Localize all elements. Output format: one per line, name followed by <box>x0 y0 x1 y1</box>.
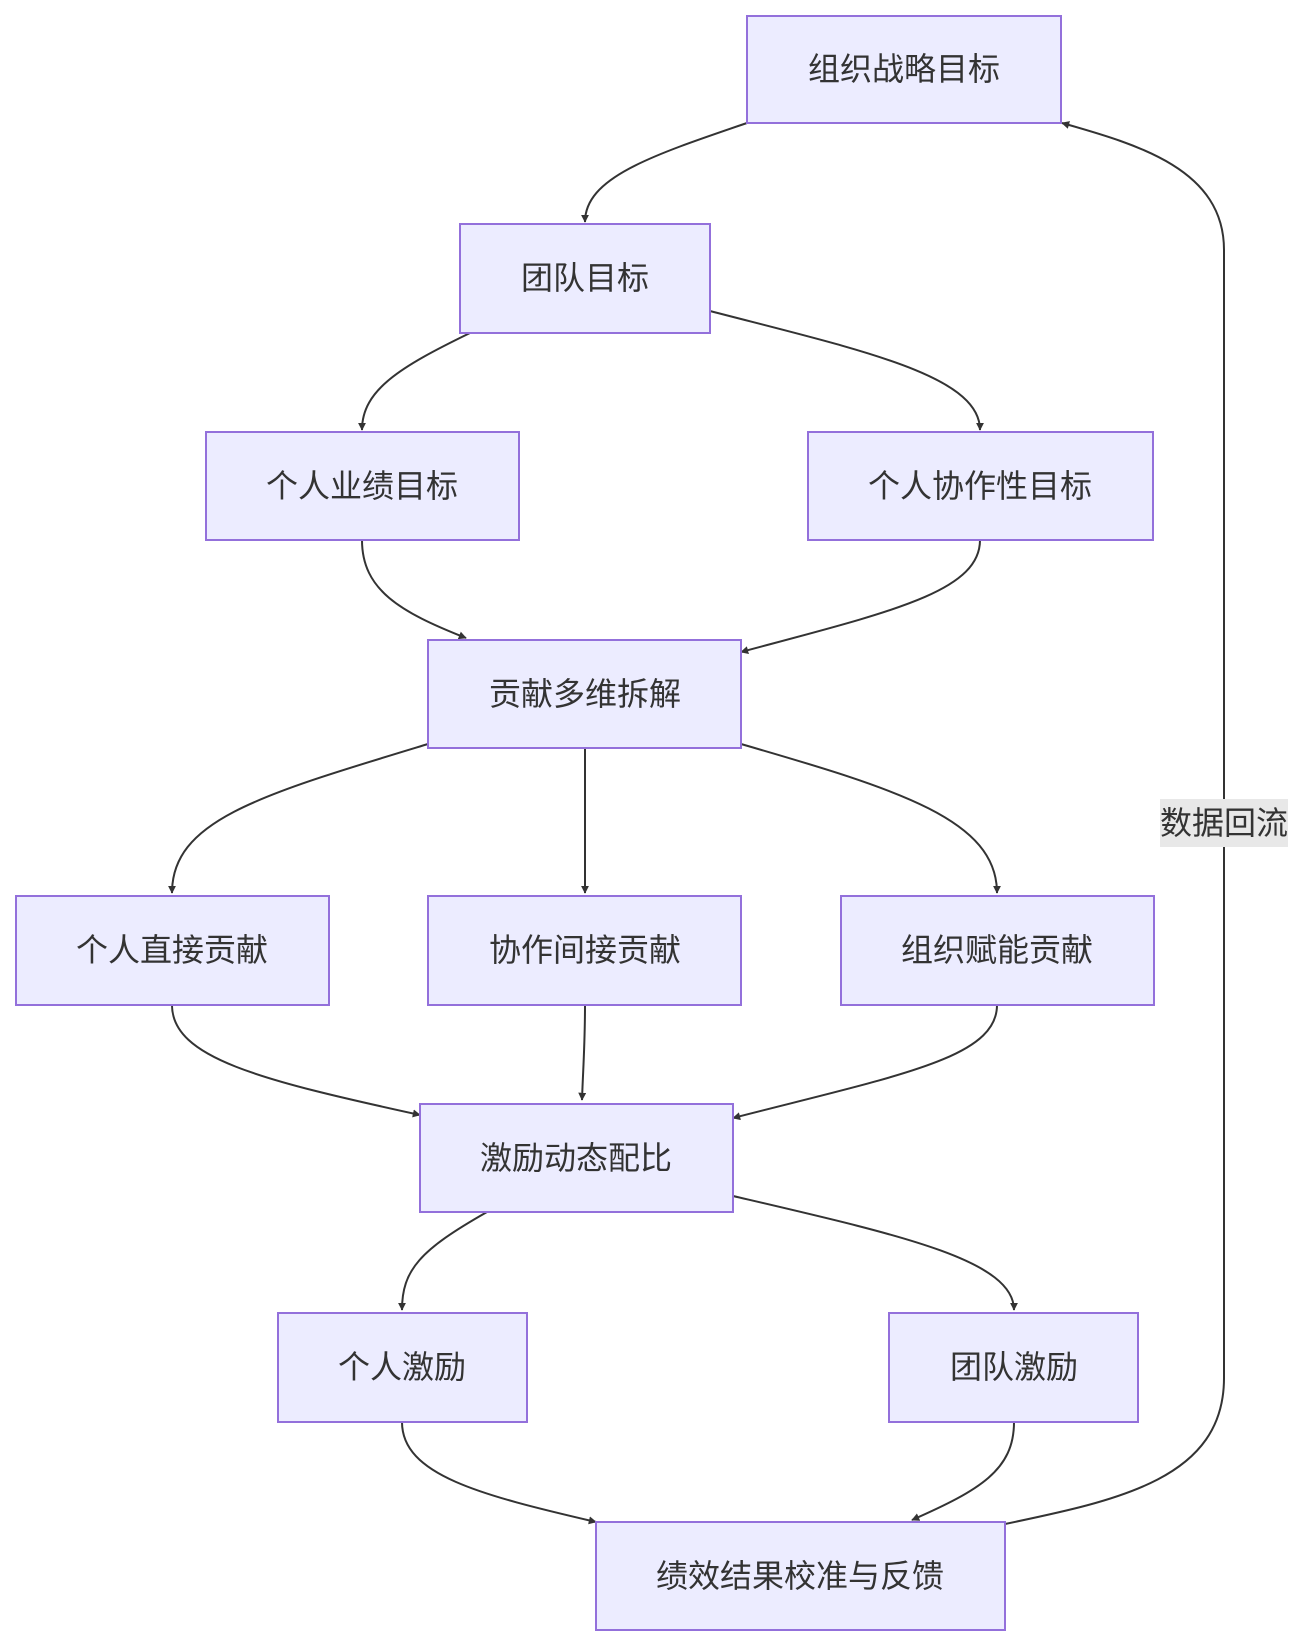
edges <box>168 121 1225 1525</box>
node-personal-incentive-label: 个人激励 <box>338 1348 466 1386</box>
edge-personal-incentive-to-calibrate <box>401 1421 597 1525</box>
node-personal-incentive: 个人激励 <box>277 1312 528 1423</box>
edge-ratio-to-personal-incentive <box>398 1211 488 1311</box>
node-enable: 组织赋能贡献 <box>840 895 1155 1006</box>
node-personal-perf-label: 个人业绩目标 <box>266 467 458 505</box>
node-ratio-label: 激励动态配比 <box>480 1139 672 1177</box>
edge-enable-to-ratio <box>732 1004 998 1121</box>
node-team-incentive: 团队激励 <box>888 1312 1139 1423</box>
edge-team-to-personal-perf <box>358 332 471 431</box>
node-team-goal-label: 团队目标 <box>521 259 649 297</box>
node-team-goal: 团队目标 <box>459 223 711 334</box>
node-strategy: 组织战略目标 <box>746 15 1062 124</box>
edge-label-feedback-text: 数据回流 <box>1160 804 1288 842</box>
node-calibrate-label: 绩效结果校准与反馈 <box>656 1557 944 1595</box>
edge-decompose-to-direct <box>168 743 429 894</box>
edge-team-incentive-to-calibrate <box>911 1421 1015 1521</box>
edge-personal-collab-to-decompose <box>740 539 981 654</box>
edge-team-to-personal-collab <box>709 310 984 431</box>
node-decompose: 贡献多维拆解 <box>427 639 742 749</box>
edge-label-feedback: 数据回流 <box>1160 799 1288 847</box>
node-decompose-label: 贡献多维拆解 <box>489 675 681 713</box>
node-calibrate: 绩效结果校准与反馈 <box>595 1521 1006 1631</box>
node-ratio: 激励动态配比 <box>419 1103 734 1213</box>
edge-personal-perf-to-decompose <box>361 539 467 640</box>
edge-ratio-to-team-incentive <box>732 1195 1018 1311</box>
edge-decompose-to-enable <box>740 743 1001 894</box>
node-direct-label: 个人直接贡献 <box>76 931 268 969</box>
node-team-incentive-label: 团队激励 <box>950 1348 1078 1386</box>
node-personal-collab-label: 个人协作性目标 <box>868 467 1092 505</box>
node-enable-label: 组织赋能贡献 <box>901 931 1093 969</box>
node-strategy-label: 组织战略目标 <box>808 50 1000 88</box>
node-indirect-label: 协作间接贡献 <box>489 931 681 969</box>
node-direct: 个人直接贡献 <box>15 895 330 1006</box>
edge-calibrate-to-strategy-feedback <box>1004 121 1225 1525</box>
edge-direct-to-ratio <box>171 1004 421 1118</box>
edge-indirect-to-ratio <box>578 1004 587 1101</box>
node-indirect: 协作间接贡献 <box>427 895 742 1006</box>
node-personal-perf: 个人业绩目标 <box>205 431 520 541</box>
node-personal-collab: 个人协作性目标 <box>807 431 1154 541</box>
edge-strategy-to-team <box>581 122 748 223</box>
